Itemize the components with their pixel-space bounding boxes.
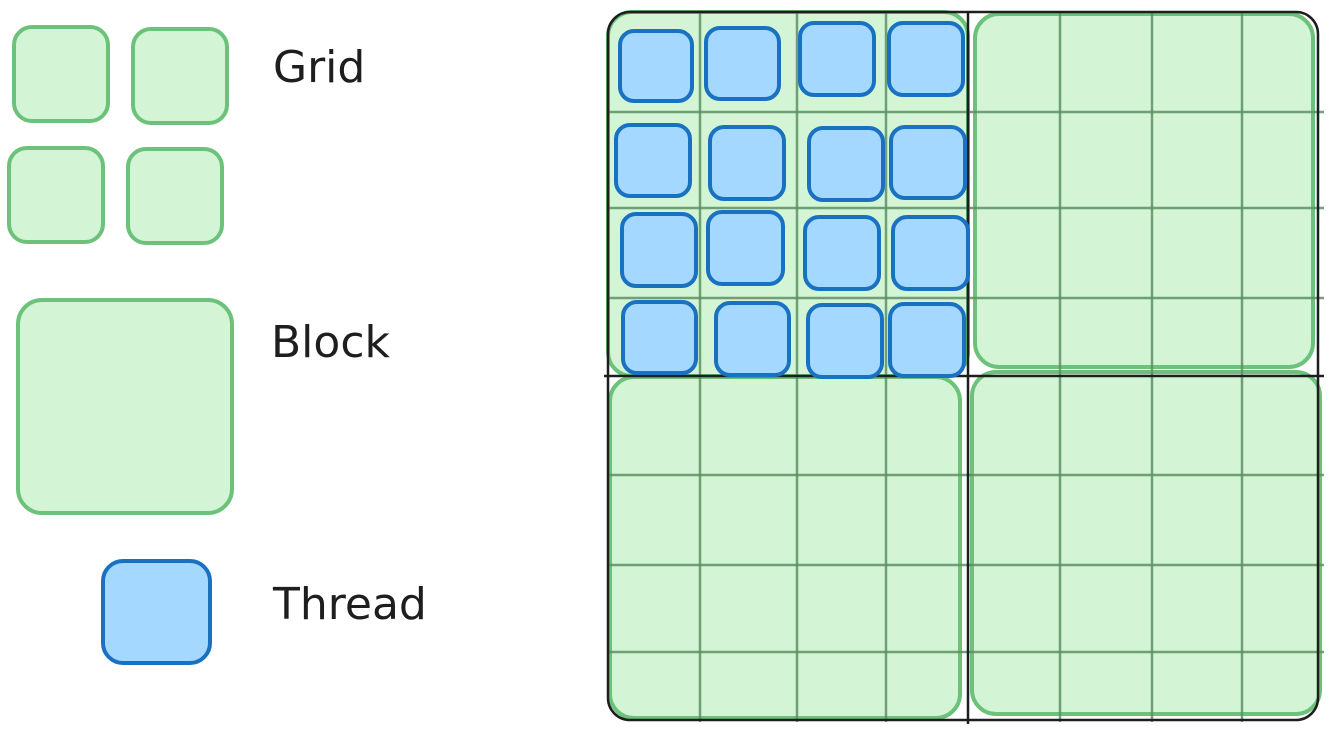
legend-block [16, 298, 234, 515]
legend-grid-label: Grid [273, 42, 365, 93]
legend: Grid Block Thread [7, 25, 427, 665]
grid-block [608, 375, 962, 720]
thread [807, 126, 885, 202]
thread [806, 303, 884, 379]
legend-thread-label: Thread [272, 579, 427, 630]
cell-lines [608, 12, 1324, 722]
thread [614, 123, 692, 198]
thread [714, 301, 791, 377]
legend-block-label: Block [271, 317, 391, 368]
thread [888, 302, 966, 378]
grid-block [973, 12, 1315, 369]
legend-grid-block [12, 25, 110, 123]
legend-grid-block [131, 27, 229, 125]
grid-outline [606, 10, 1320, 722]
legend-grid-block [126, 147, 224, 245]
thread [798, 21, 876, 97]
threads [614, 21, 970, 379]
thread [887, 21, 965, 97]
thread [618, 29, 694, 103]
thread [803, 215, 881, 291]
grid-frame [604, 10, 1324, 724]
legend-thread [101, 559, 212, 665]
thread [706, 210, 785, 286]
thread [620, 212, 698, 288]
grid-block [970, 370, 1322, 716]
thread [891, 215, 970, 291]
thread [889, 125, 967, 200]
thread [708, 125, 786, 201]
legend-grid-block [7, 146, 105, 244]
thread [704, 26, 781, 101]
thread [621, 300, 698, 375]
